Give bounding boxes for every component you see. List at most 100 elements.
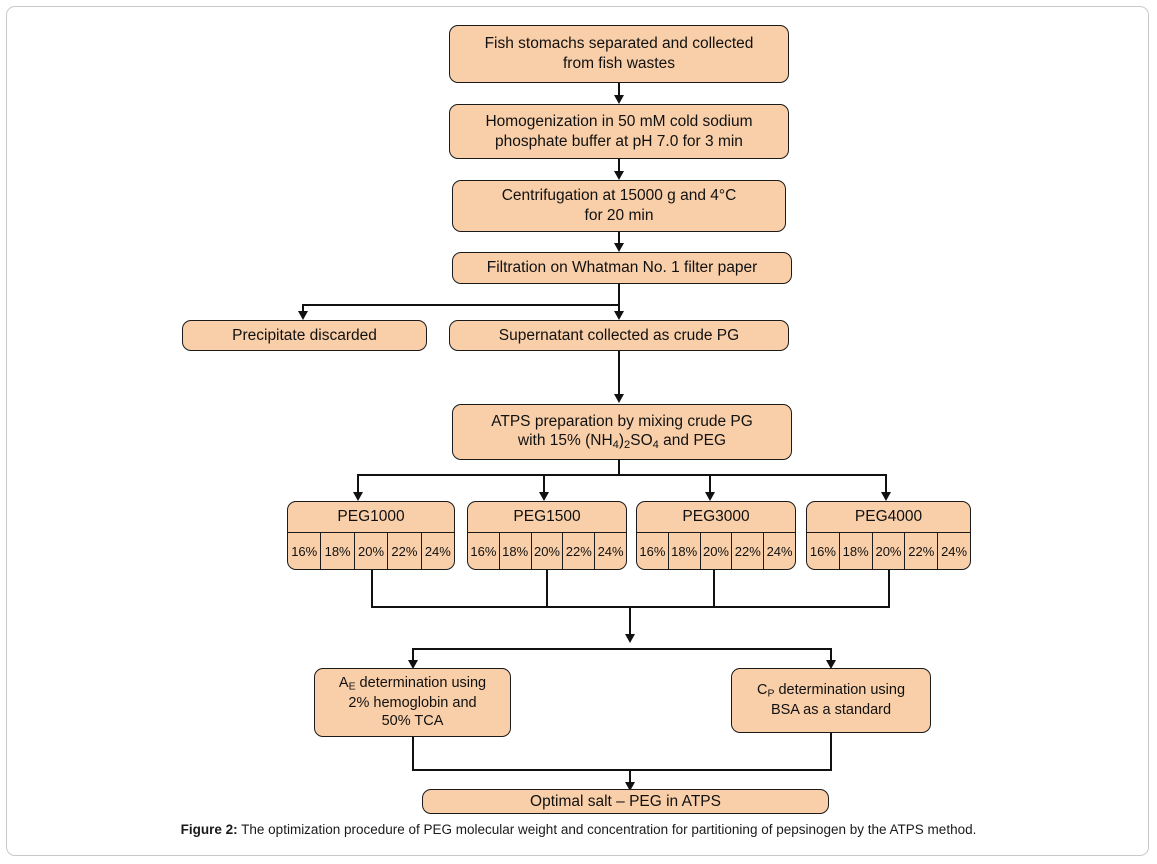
connector-to-peg1000 (357, 474, 359, 496)
node-cp-determination: CP determination using BSA as a standard (731, 668, 931, 733)
node-line-1: Homogenization in 50 mM cold sodium (485, 112, 753, 130)
peg-cell-18[interactable]: 18% (669, 533, 701, 569)
connector-collection-to-homogenization (618, 83, 620, 100)
peg-cell-20[interactable]: 20% (355, 533, 389, 569)
node-text: Homogenization in 50 mM cold sodium phos… (485, 112, 752, 152)
peg-group-title: PEG1000 (288, 502, 454, 533)
figure-caption: Figure 2: The optimization procedure of … (0, 822, 1157, 837)
arrowhead-peg1500 (538, 492, 549, 501)
connector-to-peg3000 (709, 474, 711, 496)
cp-symbol: C (756, 682, 768, 699)
node-line-1: Precipitate discarded (232, 326, 377, 344)
peg-group-peg1000: PEG1000 16% 18% 20% 22% 24% (287, 501, 455, 570)
connector-homogenization-to-centrifugation (618, 159, 620, 176)
connector-final-merge-bar (412, 769, 832, 771)
peg-group-title: PEG4000 (807, 502, 970, 533)
node-text: Fish stomachs separated and collected fr… (485, 34, 754, 74)
peg-cell-20[interactable]: 20% (701, 533, 733, 569)
ae-line1-rest: determination using (355, 674, 487, 691)
node-line-2: with 15% (NH4)2SO4 and PEG (491, 431, 753, 452)
peg-group-peg3000: PEG3000 16% 18% 20% 22% 24% (636, 501, 796, 570)
cp-subscript: P (767, 688, 775, 700)
cp-line1-rest: determination using (774, 682, 906, 699)
arrowhead-cp-determination (825, 660, 836, 669)
peg-group-title: PEG1500 (468, 502, 626, 533)
node-line-1: Optimal salt – PEG in ATPS (530, 792, 721, 810)
ae-subscript: E (348, 681, 356, 693)
peg-group-peg1500: PEG1500 16% 18% 20% 22% 24% (467, 501, 627, 570)
connector-ae-down (412, 737, 414, 771)
peg-cell-18[interactable]: 18% (840, 533, 873, 569)
connector-filtration-split-bar (302, 304, 620, 306)
arrowhead-determination-split (624, 634, 635, 643)
connector-cp-down (830, 733, 832, 771)
peg-cell-16[interactable]: 16% (637, 533, 669, 569)
node-line-2: for 20 min (584, 207, 654, 224)
node-ae-determination: AE determination using 2% hemoglobin and… (314, 668, 511, 737)
figure-caption-label: Figure 2: (180, 822, 238, 837)
node-optimal-salt-peg: Optimal salt – PEG in ATPS (422, 789, 829, 814)
peg-cell-22[interactable]: 22% (732, 533, 765, 569)
connector-to-ae-determination (412, 648, 414, 665)
peg-cell-20[interactable]: 20% (873, 533, 906, 569)
connector-peg4000-down (888, 570, 890, 608)
atps-sub-4: 4 (612, 439, 619, 452)
connector-final-stem (629, 769, 631, 786)
node-line-1: CP determination using (757, 681, 905, 701)
peg-cell-18[interactable]: 18% (500, 533, 532, 569)
connector-peg-distribution-bar (357, 474, 886, 476)
peg-cell-24[interactable]: 24% (941, 543, 968, 559)
atps-formula-paren: ) (618, 432, 625, 450)
connector-centrifugation-to-filtration (618, 232, 620, 248)
figure-caption-text: The optimization procedure of PEG molecu… (237, 822, 977, 837)
arrowhead-precipitate (297, 311, 308, 320)
atps-formula-prefix: with 15% (NH (517, 432, 613, 450)
arrowhead-peg3000 (704, 492, 715, 501)
connector-atps-stem (618, 460, 620, 476)
connector-filtration-stem (618, 284, 620, 306)
node-supernatant-crude-pg: Supernatant collected as crude PG (449, 320, 789, 351)
peg-cell-16[interactable]: 16% (468, 533, 500, 569)
connector-supernatant-to-atps (618, 351, 620, 399)
ae-symbol: A (338, 674, 349, 691)
node-centrifugation: Centrifugation at 15000 g and 4°C for 20… (452, 180, 786, 232)
connector-merge-stem (629, 606, 631, 639)
arrowhead-peg4000 (880, 492, 891, 501)
peg-concentration-row: 16% 18% 20% 22% 24% (807, 533, 970, 569)
peg-cell-24[interactable]: 24% (766, 543, 793, 559)
arrowhead-filtration (613, 243, 624, 252)
peg-cell-22[interactable]: 22% (563, 533, 596, 569)
node-line-1: ATPS preparation by mixing crude PG (491, 412, 753, 430)
arrowhead-centrifugation (613, 171, 624, 180)
atps-formula-so: SO (630, 432, 653, 450)
peg-concentration-row: 16% 18% 20% 22% 24% (288, 533, 454, 569)
peg-cell-22[interactable]: 22% (388, 533, 422, 569)
node-line-1: Supernatant collected as crude PG (498, 326, 740, 344)
peg-cell-16[interactable]: 16% (807, 533, 840, 569)
node-precipitate-discarded: Precipitate discarded (182, 320, 427, 351)
node-line-2: from fish wastes (563, 55, 675, 72)
node-fish-stomach-collection: Fish stomachs separated and collected fr… (449, 25, 789, 83)
peg-cell-24[interactable]: 24% (597, 543, 624, 559)
node-filtration: Filtration on Whatman No. 1 filter paper (452, 252, 792, 284)
node-line-1: AE determination using (339, 674, 486, 694)
node-line-1: Centrifugation at 15000 g and 4°C (501, 187, 737, 205)
peg-cell-22[interactable]: 22% (905, 533, 939, 569)
peg-concentration-row: 16% 18% 20% 22% 24% (637, 533, 795, 569)
peg-cell-24[interactable]: 24% (424, 543, 451, 559)
peg-cell-16[interactable]: 16% (288, 533, 322, 569)
connector-to-precipitate (302, 304, 304, 316)
arrowhead-ae-determination (407, 660, 418, 669)
arrowhead-final (624, 782, 635, 791)
peg-cell-20[interactable]: 20% (532, 533, 564, 569)
connector-to-supernatant (618, 304, 620, 316)
node-line-1: Fish stomachs separated and collected (484, 35, 754, 53)
node-text: CP determination using BSA as a standard (757, 681, 905, 720)
peg-group-peg4000: PEG4000 16% 18% 20% 22% 24% (806, 501, 971, 570)
connector-peg1500-down (546, 570, 548, 608)
atps-formula-suffix: and PEG (658, 432, 727, 450)
arrowhead-atps (613, 394, 624, 403)
node-homogenization: Homogenization in 50 mM cold sodium phos… (449, 104, 789, 159)
peg-cell-18[interactable]: 18% (321, 533, 355, 569)
node-line-3: 50% TCA (381, 713, 444, 730)
